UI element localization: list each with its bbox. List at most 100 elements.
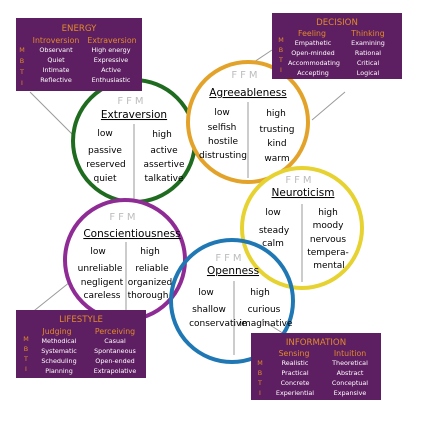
high-item-agreeableness: trusting bbox=[259, 125, 294, 135]
high-item-agreeableness: warm bbox=[264, 154, 289, 164]
ffm-tag-conscientiousness: FFM bbox=[109, 212, 138, 223]
high-head-neuroticism: high bbox=[318, 208, 338, 218]
mbti-letter: T bbox=[257, 379, 262, 387]
box-lifestyle-left-item: Planning bbox=[45, 367, 73, 375]
box-lifestyle-left-head: Judging bbox=[41, 327, 71, 336]
ffm-tag-agreeableness: FFM bbox=[231, 70, 260, 81]
low-head-conscientiousness: low bbox=[90, 247, 105, 257]
mbti-letter: M bbox=[257, 359, 263, 367]
title-agreeableness: Agreeableness bbox=[209, 87, 286, 99]
box-information-left-head: Sensing bbox=[279, 349, 310, 358]
high-item-extraversion: assertive bbox=[143, 160, 184, 170]
mbti-letter: T bbox=[278, 56, 283, 64]
box-energy-left-item: Observant bbox=[39, 46, 73, 54]
title-conscientiousness: Conscientiousness bbox=[83, 228, 180, 240]
mbti-letter: B bbox=[24, 345, 28, 353]
high-item-conscientiousness: reliable bbox=[135, 264, 169, 274]
box-decision: DECISION Feeling Thinking M B T I Empath… bbox=[272, 13, 402, 79]
high-item-conscientiousness: thorough bbox=[128, 291, 169, 301]
mbti-letter: T bbox=[19, 68, 24, 76]
box-decision-right-head: Thinking bbox=[350, 29, 384, 38]
low-item-conscientiousness: careless bbox=[84, 291, 121, 301]
mbti-letter: B bbox=[279, 46, 283, 54]
mbti-letter: I bbox=[280, 66, 282, 74]
connector-lifestyle bbox=[29, 281, 71, 315]
box-information-right-item: Expansive bbox=[334, 389, 367, 397]
box-decision-right-item: Rational bbox=[355, 49, 381, 57]
title-extraversion: Extraversion bbox=[101, 109, 167, 121]
title-openness: Openness bbox=[207, 265, 259, 277]
low-item-extraversion: reserved bbox=[86, 160, 126, 170]
box-lifestyle-title: LIFESTYLE bbox=[59, 315, 103, 325]
box-lifestyle-left-item: Systematic bbox=[41, 347, 77, 355]
box-lifestyle-right-item: Spontaneous bbox=[94, 347, 136, 355]
box-lifestyle-left-item: Methodical bbox=[42, 337, 77, 345]
high-item-neuroticism: nervous bbox=[310, 235, 346, 245]
low-head-openness: low bbox=[198, 288, 213, 298]
box-decision-left-item: Empathetic bbox=[295, 39, 332, 47]
high-item-extraversion: active bbox=[150, 146, 178, 156]
high-item-neuroticism: mental bbox=[313, 261, 345, 271]
ffm-tag-openness: FFM bbox=[215, 253, 244, 264]
high-item-conscientiousness: organized bbox=[128, 278, 172, 288]
high-item-neuroticism: moody bbox=[313, 221, 344, 231]
high-item-extraversion: talkative bbox=[144, 174, 183, 184]
box-information: INFORMATION Sensing Intuition M B T I Re… bbox=[251, 333, 381, 400]
box-decision-left-item: Accommodating bbox=[288, 59, 340, 67]
high-head-conscientiousness: high bbox=[140, 247, 160, 257]
box-decision-bg bbox=[272, 13, 402, 79]
high-item-openness: imaginative bbox=[239, 319, 293, 329]
mbti-letter: B bbox=[258, 369, 262, 377]
high-item-agreeableness: kind bbox=[267, 139, 286, 149]
low-head-neuroticism: low bbox=[265, 208, 280, 218]
title-neuroticism: Neuroticism bbox=[272, 187, 335, 199]
box-decision-right-item: Logical bbox=[357, 69, 380, 77]
low-item-openness: conservative bbox=[189, 319, 247, 329]
box-energy-left-item: Reflective bbox=[40, 76, 72, 84]
box-lifestyle-right-item: Casual bbox=[104, 337, 126, 345]
box-decision-left-item: Open-minded bbox=[291, 49, 334, 57]
connector-decision-right bbox=[311, 91, 346, 121]
box-energy-right-head: Extraversion bbox=[87, 36, 136, 45]
circle-openness: FFM Openness low high shallow conservati… bbox=[169, 238, 295, 364]
mbti-letter: I bbox=[25, 365, 27, 373]
box-information-title: INFORMATION bbox=[286, 338, 346, 348]
box-energy-title: ENERGY bbox=[62, 24, 97, 34]
low-item-agreeableness: distrusting bbox=[199, 151, 247, 161]
box-information-left-item: Practical bbox=[281, 369, 309, 377]
mbti-letter: B bbox=[20, 57, 24, 65]
low-item-neuroticism: steady bbox=[259, 226, 290, 236]
box-information-right-item: Conceptual bbox=[332, 379, 368, 387]
box-decision-title: DECISION bbox=[316, 18, 358, 28]
low-item-agreeableness: selfish bbox=[208, 123, 237, 133]
circle-agreeableness: FFM Agreeableness low high selfish hosti… bbox=[186, 60, 310, 184]
circle-extraversion: FFM Extraversion low high passive reserv… bbox=[71, 78, 197, 204]
box-information-left-item: Experiential bbox=[276, 389, 314, 397]
low-item-extraversion: passive bbox=[88, 146, 122, 156]
box-information-bg bbox=[251, 333, 381, 400]
connector-lines bbox=[29, 49, 346, 345]
box-decision-right-item: Critical bbox=[357, 59, 380, 67]
connector-energy bbox=[29, 91, 77, 139]
low-head-extraversion: low bbox=[97, 129, 112, 139]
low-item-conscientiousness: unreliable bbox=[78, 264, 123, 274]
box-energy-left-item: Quiet bbox=[47, 56, 65, 64]
box-energy-right-item: Enthusiastic bbox=[92, 76, 131, 84]
box-energy-right-item: High energy bbox=[92, 46, 131, 54]
high-head-openness: high bbox=[250, 288, 270, 298]
high-head-extraversion: high bbox=[152, 130, 172, 140]
low-item-openness: shallow bbox=[192, 305, 226, 315]
high-head-agreeableness: high bbox=[266, 109, 286, 119]
ffm-tag-neuroticism: FFM bbox=[285, 175, 314, 186]
box-energy-left-head: Introversion bbox=[33, 36, 80, 45]
ring-openness bbox=[169, 238, 295, 364]
box-information-left-item: Realistic bbox=[282, 359, 309, 367]
box-lifestyle-right-item: Open-ended bbox=[95, 357, 134, 365]
mbti-letter: I bbox=[21, 79, 23, 87]
ffm-tag-extraversion: FFM bbox=[117, 96, 146, 107]
mbti-letter: T bbox=[23, 355, 28, 363]
high-item-openness: curious bbox=[248, 305, 281, 315]
low-item-neuroticism: calm bbox=[262, 239, 284, 249]
circle-neuroticism: FFM Neuroticism low high steady calm moo… bbox=[240, 166, 364, 290]
